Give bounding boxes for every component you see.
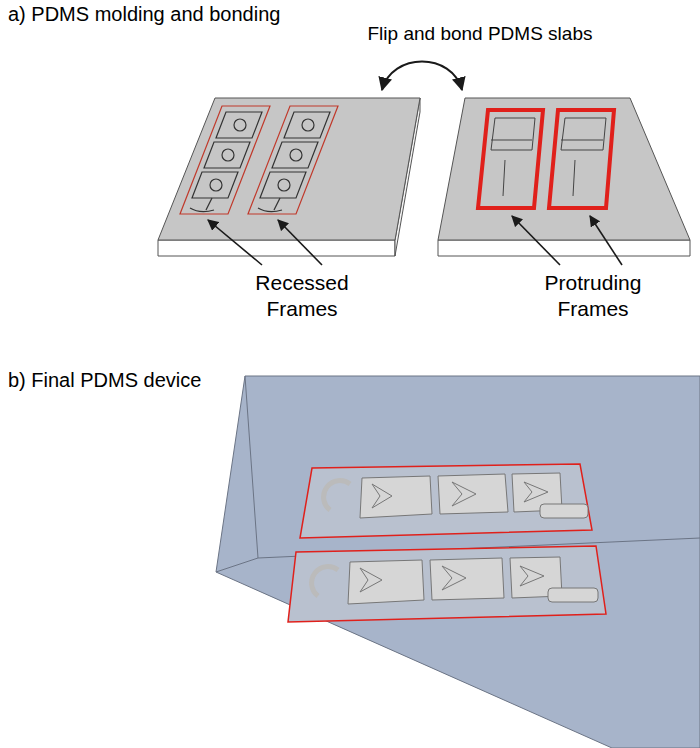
pointer-arrows [208, 216, 622, 265]
annotation: Flip and bond PDMS slabs [350, 22, 610, 46]
final-device [216, 376, 700, 748]
protruding-frames [478, 110, 614, 208]
panel-heading: a) PDMS molding and bonding [8, 2, 428, 27]
flip-arrow [382, 62, 462, 91]
callout-label: Recessed Frames [237, 270, 367, 323]
panel-heading: b) Final PDMS device [8, 368, 428, 393]
callout-label: Protruding Frames [523, 270, 663, 323]
right-slab [438, 98, 690, 256]
recessed-frames [180, 106, 338, 214]
